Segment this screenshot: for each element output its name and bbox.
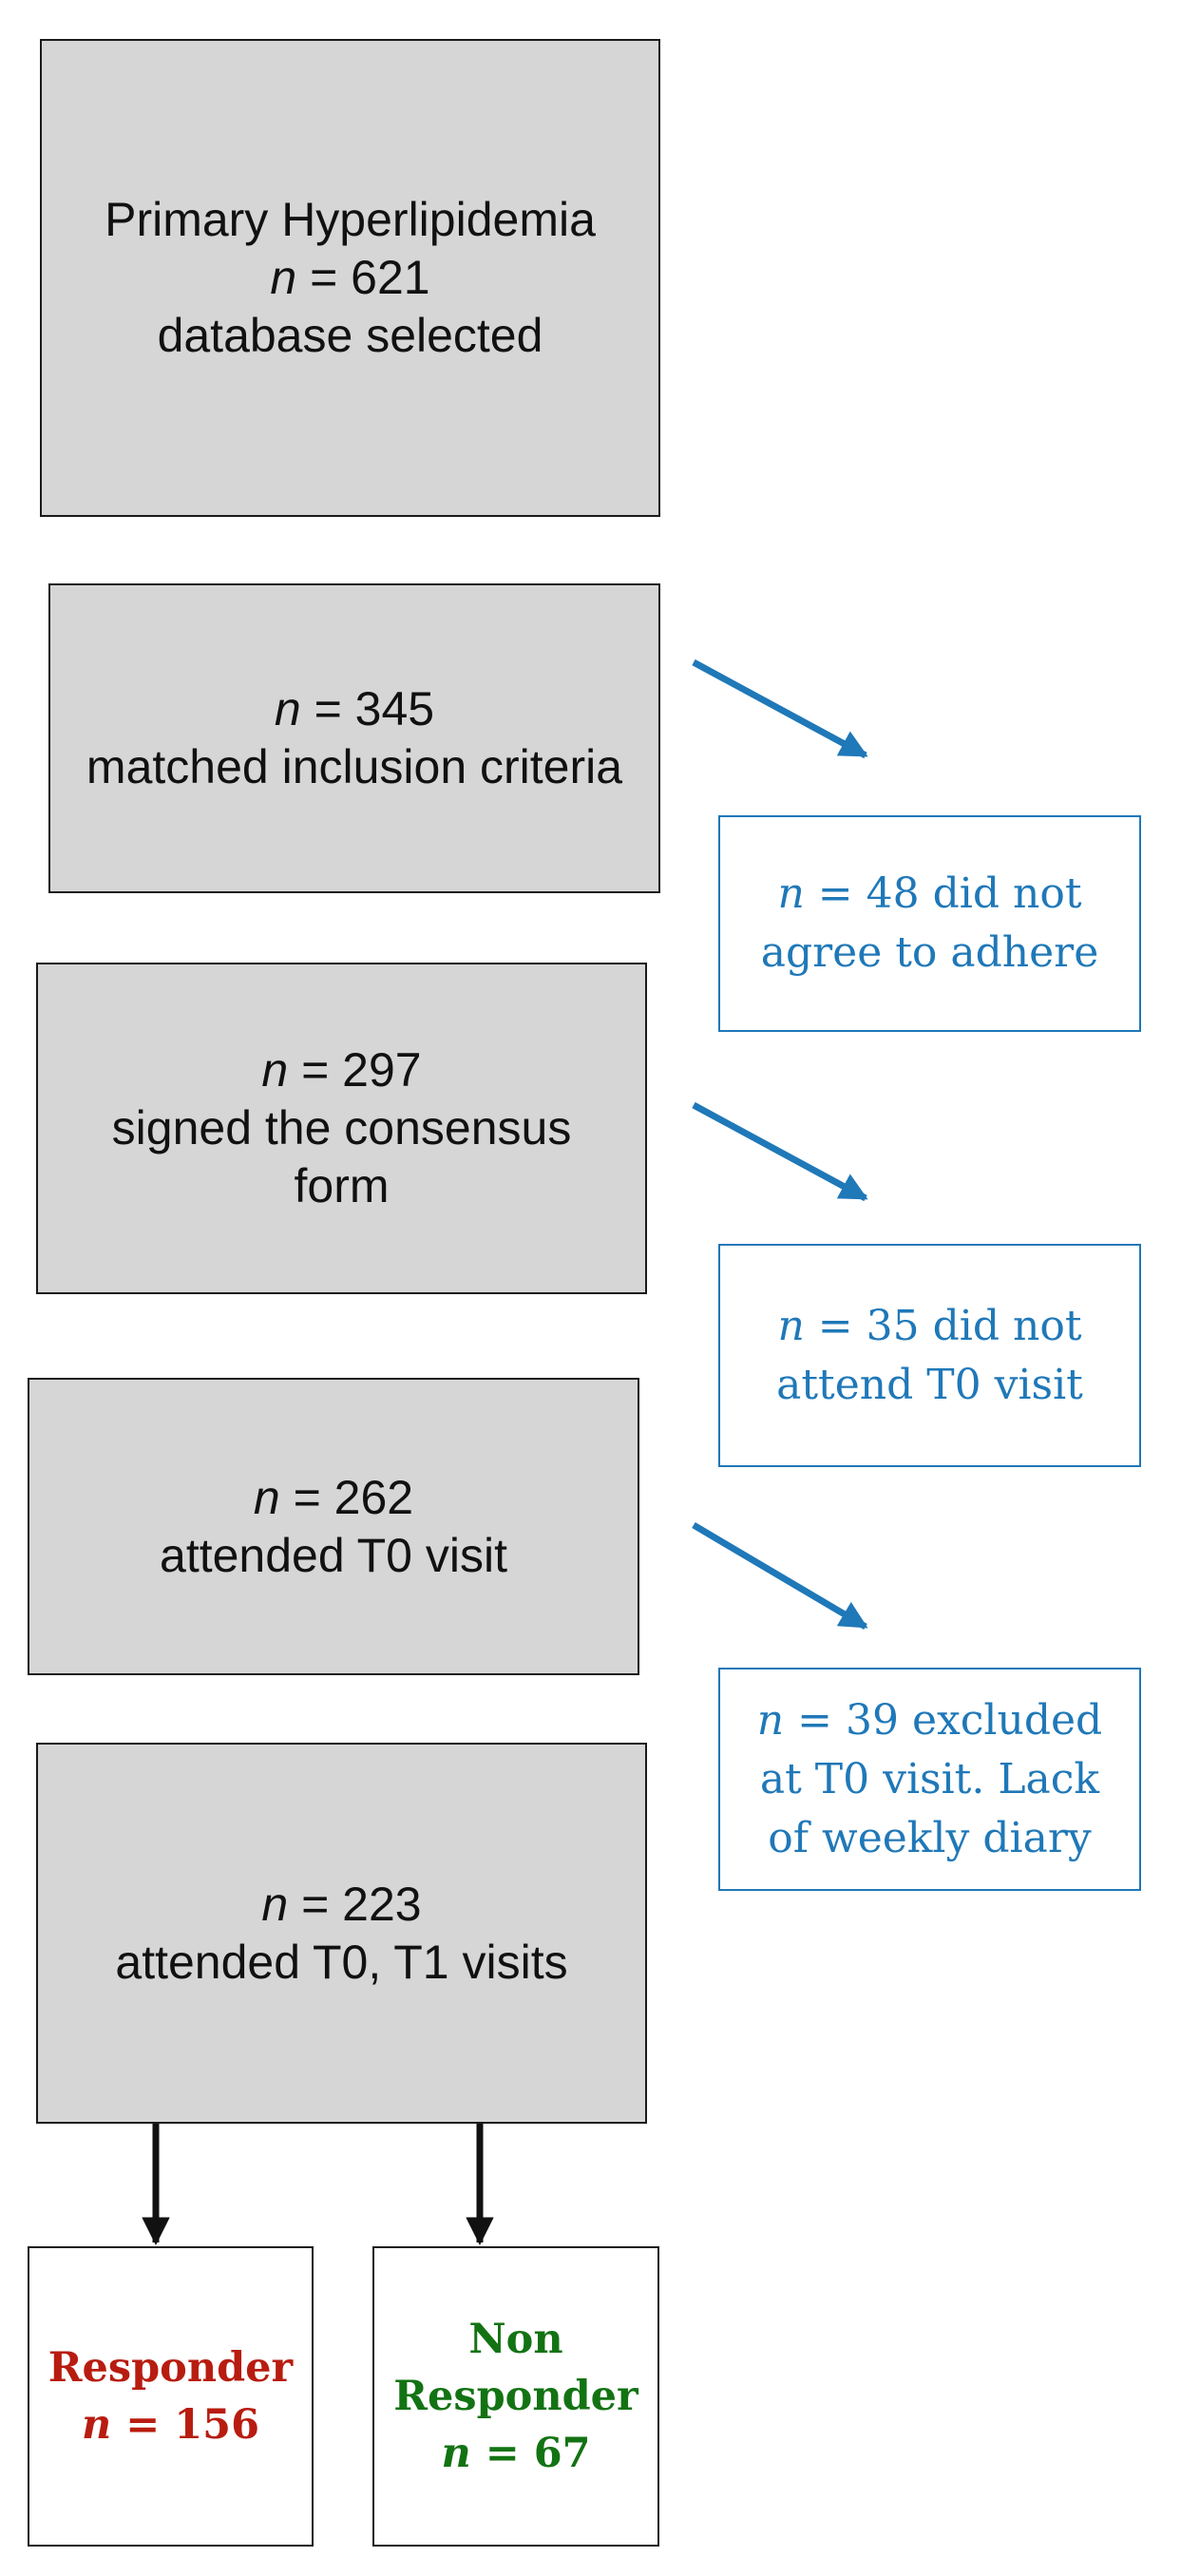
- database-count-value: = 621: [310, 251, 430, 304]
- database-title: Primary Hyperlipidemia: [105, 193, 596, 246]
- exclusion-box-not-adhere: n = 48 did not agree to adhere: [718, 815, 1141, 1032]
- n-symbol: n: [81, 2401, 112, 2449]
- exclusion-arrow-2: [692, 1101, 868, 1202]
- n-symbol: n: [441, 2430, 471, 2477]
- responder-count-value: = 156: [125, 2401, 259, 2449]
- database-description: database selected: [157, 309, 543, 362]
- n-symbol: n: [777, 869, 805, 918]
- exclusion-count: = 48 did not: [817, 869, 1082, 918]
- n-symbol: n: [777, 1301, 805, 1350]
- consensus-description-line2: form: [294, 1159, 390, 1212]
- inclusion-criteria-box: n = 345 matched inclusion criteria: [48, 583, 660, 893]
- t0-t1-visits-box: n = 223 attended T0, T1 visits: [36, 1743, 647, 2124]
- t0t1-count: n = 223: [261, 1876, 421, 1934]
- consensus-form-box: n = 297 signed the consensus form: [36, 963, 647, 1294]
- t0t1-count-value: = 223: [301, 1877, 422, 1931]
- database-selected-box: Primary Hyperlipidemia n = 621 database …: [40, 39, 660, 517]
- non-responder-label-line1: Non: [468, 2316, 563, 2363]
- exclusion-reason: attend T0 visit: [776, 1360, 1083, 1409]
- exclusion-reason-line2: of weekly diary: [768, 1813, 1092, 1862]
- n-symbol: n: [756, 1695, 785, 1745]
- n-symbol: n: [253, 1470, 280, 1524]
- exclusion-box-excluded-t0: n = 39 excluded at T0 visit. Lack of wee…: [718, 1668, 1141, 1891]
- exclusion-count: = 35 did not: [817, 1301, 1082, 1350]
- responder-box: Responder n = 156: [28, 2246, 314, 2547]
- exclusion-reason: agree to adhere: [760, 928, 1099, 977]
- consensus-description-line1: signed the consensus: [111, 1101, 572, 1154]
- t0-description: attended T0 visit: [160, 1528, 507, 1582]
- exclusion-count: = 39 excluded: [797, 1695, 1103, 1745]
- consensus-count-value: = 297: [301, 1043, 422, 1097]
- inclusion-count-value: = 345: [314, 682, 435, 735]
- inclusion-description: matched inclusion criteria: [86, 740, 623, 793]
- t0-visit-box: n = 262 attended T0 visit: [28, 1378, 639, 1675]
- n-symbol: n: [270, 251, 297, 304]
- exclusion-reason-line1: at T0 visit. Lack: [759, 1754, 1100, 1803]
- inclusion-count: n = 345: [275, 680, 434, 738]
- non-responder-count: n = 67: [441, 2425, 590, 2482]
- n-symbol: n: [261, 1877, 289, 1931]
- t0-count-value: = 262: [293, 1470, 414, 1524]
- non-responder-count-value: = 67: [485, 2430, 591, 2477]
- t0-count: n = 262: [254, 1469, 413, 1527]
- database-count: n = 621: [270, 249, 429, 307]
- exclusion-box-not-attend: n = 35 did not attend T0 visit: [718, 1244, 1141, 1467]
- consensus-count: n = 297: [261, 1041, 421, 1099]
- exclusion-line: n = 48 did not: [777, 865, 1081, 924]
- n-symbol: n: [274, 682, 301, 735]
- exclusion-line: n = 35 did not: [777, 1297, 1081, 1356]
- exclusion-arrow-1: [692, 658, 868, 759]
- non-responder-label-line2: Responder: [393, 2373, 638, 2420]
- n-symbol: n: [261, 1043, 289, 1097]
- responder-label: Responder: [48, 2344, 294, 2392]
- t0t1-description: attended T0, T1 visits: [115, 1935, 568, 1989]
- exclusion-arrow-3: [692, 1521, 868, 1631]
- responder-count: n = 156: [82, 2396, 259, 2453]
- exclusion-line: n = 39 excluded: [757, 1691, 1102, 1750]
- non-responder-box: Non Responder n = 67: [372, 2246, 659, 2547]
